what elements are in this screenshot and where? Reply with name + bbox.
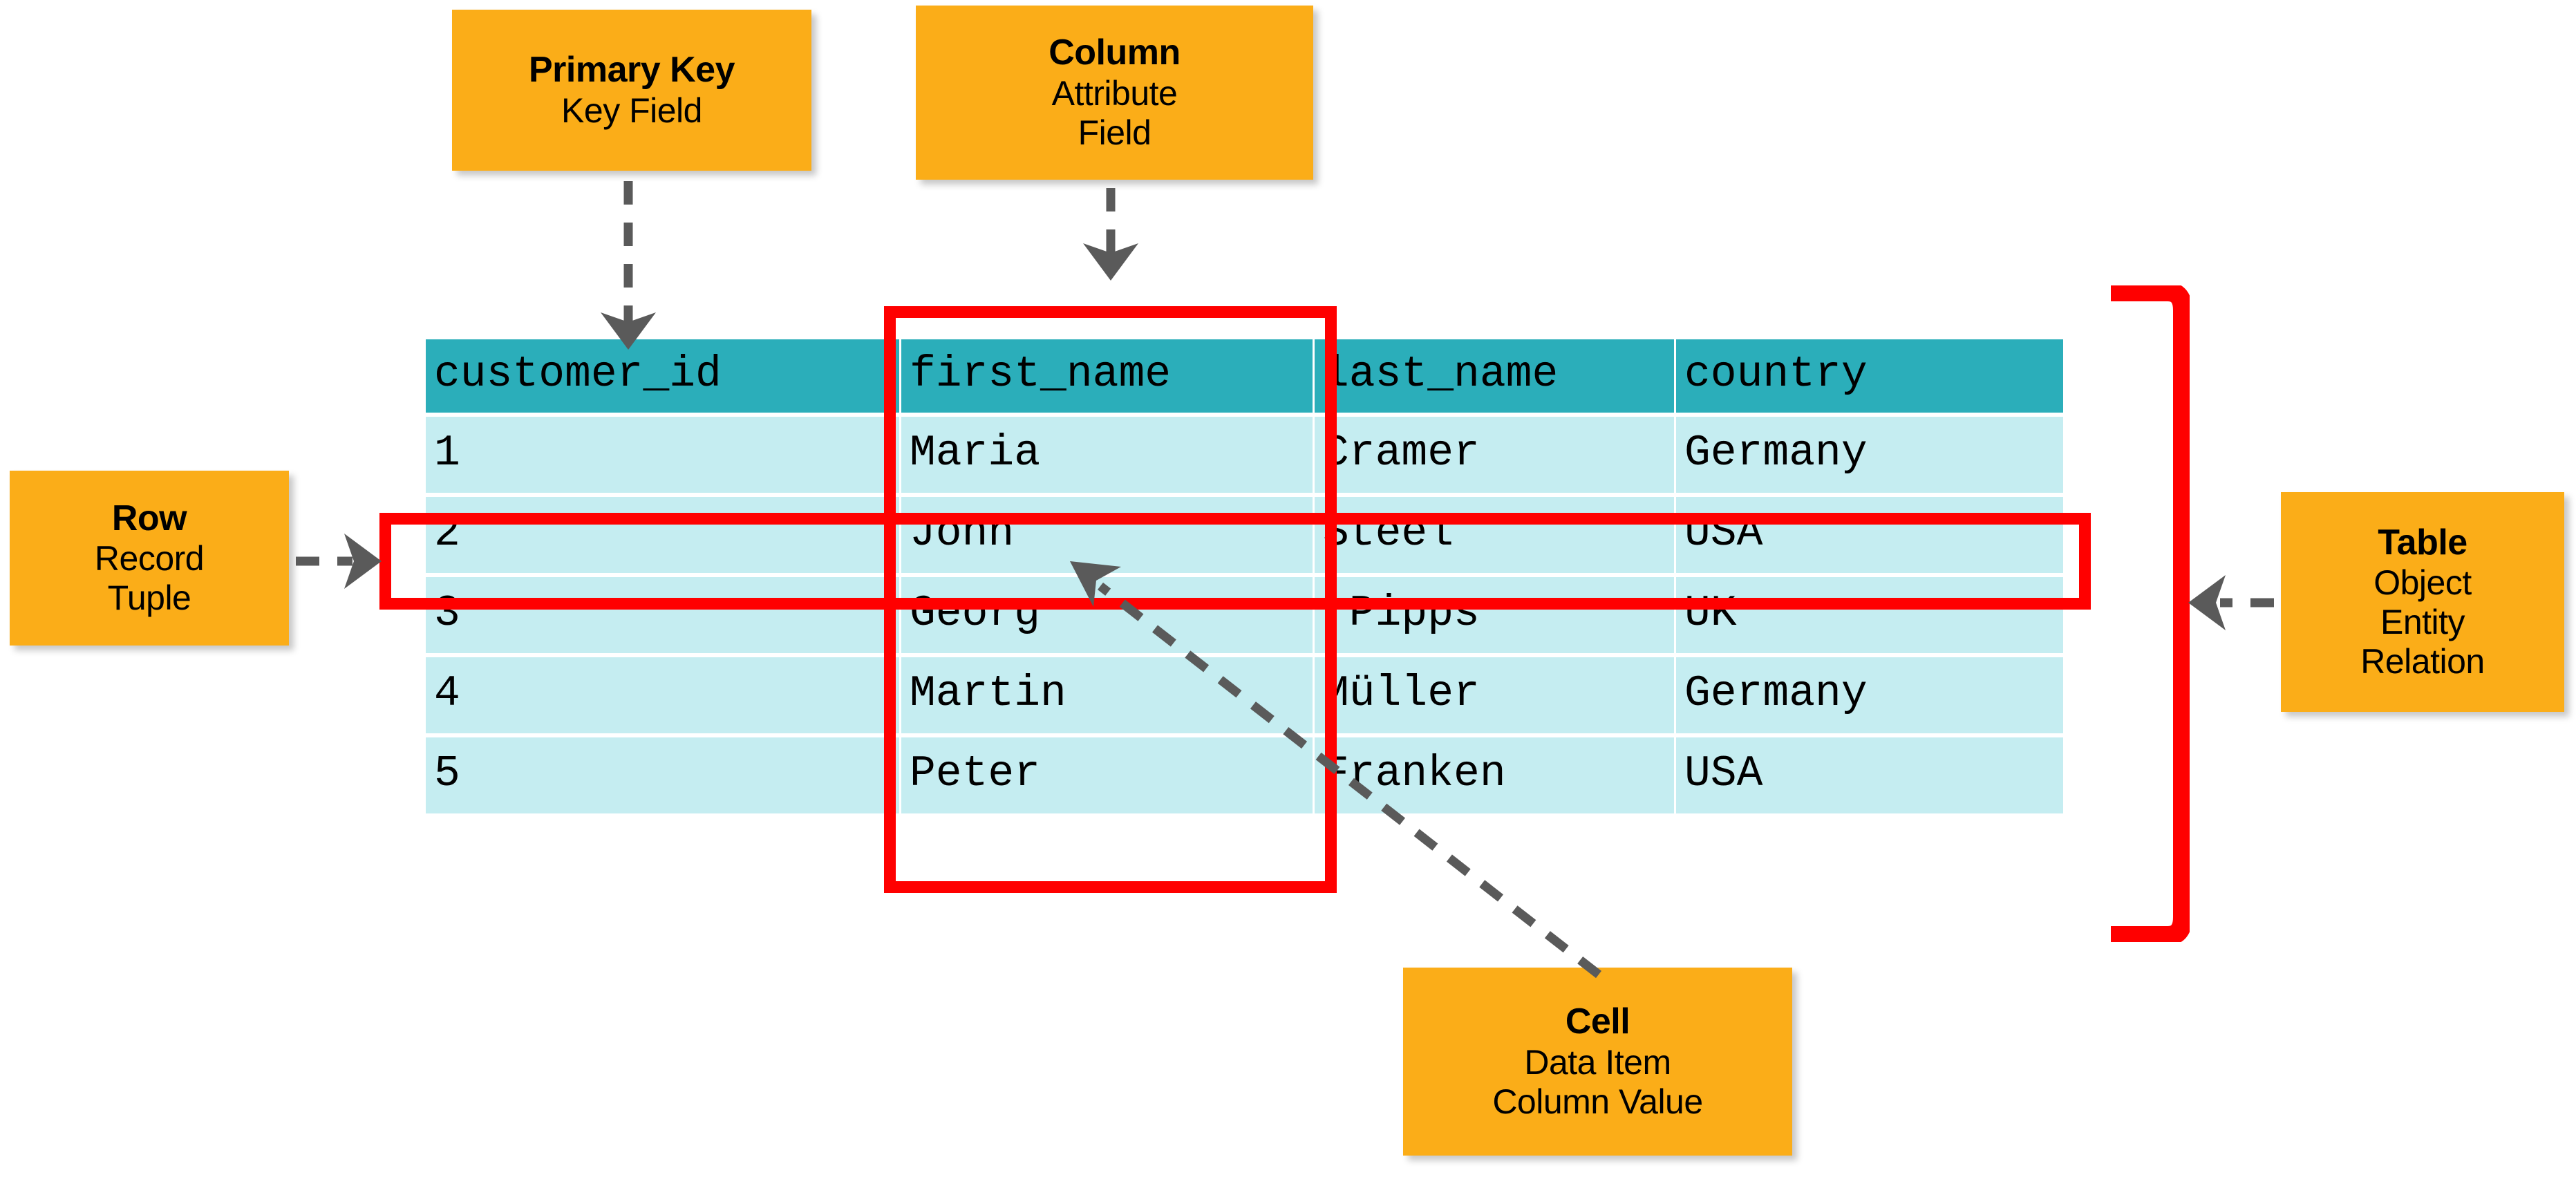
column-header-first-name[interactable]: first_name <box>901 339 1313 413</box>
cell-customer-id[interactable]: 3 <box>426 577 899 653</box>
callout-cell-title: Cell <box>1565 1001 1630 1042</box>
callout-row-line-2: Tuple <box>107 578 191 618</box>
table-row[interactable]: 4 Martin Müller Germany <box>426 657 2063 733</box>
callout-primary-key-title: Primary Key <box>528 50 735 91</box>
callout-cell-line-2: Column Value <box>1492 1082 1703 1121</box>
cell-customer-id[interactable]: 2 <box>426 497 899 573</box>
table-header-row: customer_id first_name last_name country <box>426 339 2063 413</box>
callout-row-line-1: Record <box>94 539 205 578</box>
callout-table-line-3: Relation <box>2360 642 2485 681</box>
arrow-primary-key-to-header <box>601 181 656 350</box>
table-row[interactable]: 1 Maria Cramer Germany <box>426 417 2063 493</box>
table-row[interactable]: 5 Peter Franken USA <box>426 737 2063 813</box>
cell-country[interactable]: UK <box>1676 577 2063 653</box>
callout-primary-key-line-1: Key Field <box>561 91 702 130</box>
callout-table: Table Object Entity Relation <box>2281 492 2564 712</box>
column-header-last-name[interactable]: last_name <box>1315 339 1674 413</box>
table-bracket <box>2111 285 2190 942</box>
cell-first-name[interactable]: Peter <box>901 737 1313 813</box>
cell-last-name[interactable]: Franken <box>1315 737 1674 813</box>
cell-first-name[interactable]: John <box>901 497 1313 573</box>
callout-row-title: Row <box>111 498 187 538</box>
cell-customer-id[interactable]: 1 <box>426 417 899 493</box>
cell-country[interactable]: Germany <box>1676 417 2063 493</box>
callout-column-line-2: Field <box>1078 113 1151 152</box>
callout-column-line-1: Attribute <box>1051 73 1178 113</box>
cell-first-name[interactable]: Martin <box>901 657 1313 733</box>
column-header-country[interactable]: country <box>1676 339 2063 413</box>
callout-primary-key: Primary Key Key Field <box>452 10 811 171</box>
callout-column-title: Column <box>1049 32 1181 73</box>
callout-table-line-1: Object <box>2373 563 2472 603</box>
callout-column: Column Attribute Field <box>916 6 1313 180</box>
callout-cell: Cell Data Item Column Value <box>1403 968 1792 1156</box>
cell-last-name[interactable]: Steel <box>1315 497 1674 573</box>
customers-table: customer_id first_name last_name country… <box>424 335 2065 818</box>
arrow-column-to-header <box>1083 188 1138 281</box>
cell-last-name[interactable]: Pipps <box>1315 577 1674 653</box>
callout-cell-line-1: Data Item <box>1524 1042 1671 1082</box>
cell-country[interactable]: USA <box>1676 497 2063 573</box>
callout-table-line-2: Entity <box>2380 603 2465 642</box>
cell-country[interactable]: Germany <box>1676 657 2063 733</box>
cell-country[interactable]: USA <box>1676 737 2063 813</box>
table-row[interactable]: 2 John Steel USA <box>426 497 2063 573</box>
arrow-table-to-bracket <box>2188 575 2274 630</box>
cell-first-name[interactable]: Maria <box>901 417 1313 493</box>
cell-first-name[interactable]: Georg <box>901 577 1313 653</box>
callout-row: Row Record Tuple <box>10 471 289 646</box>
table-row[interactable]: 3 Georg Pipps UK <box>426 577 2063 653</box>
cell-customer-id[interactable]: 4 <box>426 657 899 733</box>
cell-customer-id[interactable]: 5 <box>426 737 899 813</box>
callout-table-title: Table <box>2378 522 2467 563</box>
arrow-row-to-row-highlight <box>296 534 382 589</box>
column-header-customer-id[interactable]: customer_id <box>426 339 899 413</box>
cell-last-name[interactable]: Cramer <box>1315 417 1674 493</box>
cell-last-name[interactable]: Müller <box>1315 657 1674 733</box>
